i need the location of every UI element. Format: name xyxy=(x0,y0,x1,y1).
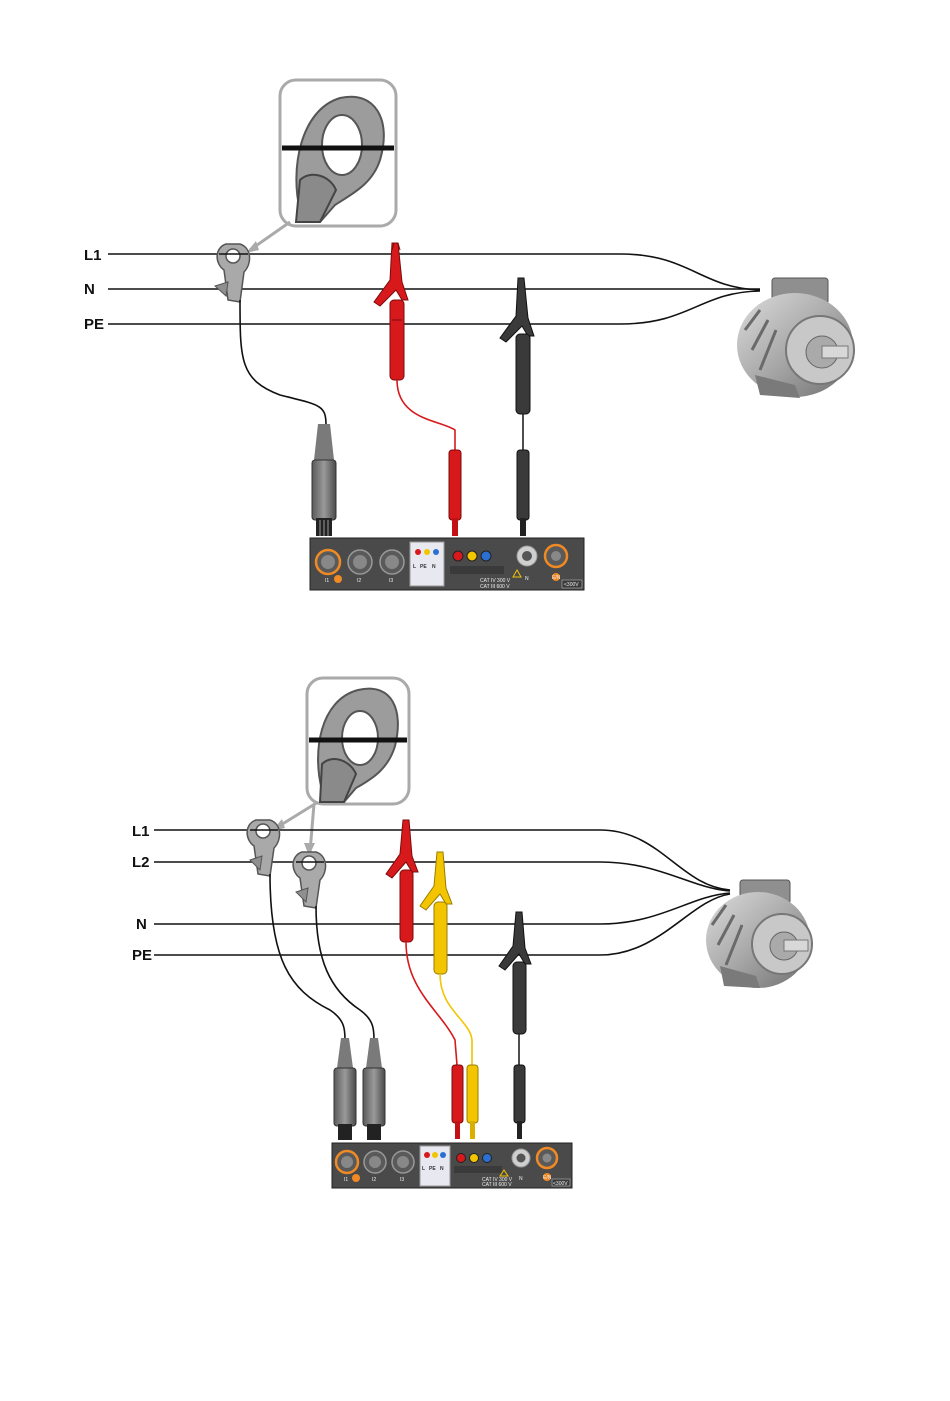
cat-rating-2: CAT III 600 V xyxy=(480,584,510,590)
svg-text:I1: I1 xyxy=(344,1177,348,1183)
current-clamp-l1 xyxy=(215,244,250,302)
clamp-zoom-callout xyxy=(246,80,396,253)
clamp-cable xyxy=(240,300,326,425)
svg-text:N: N xyxy=(525,576,529,582)
svg-text:E/N: E/N xyxy=(543,1175,552,1181)
black-plug-2 xyxy=(514,1065,525,1139)
red-plug xyxy=(449,450,461,536)
svg-text:I2: I2 xyxy=(372,1177,376,1183)
red-lead xyxy=(397,380,455,450)
label-pe: PE xyxy=(84,316,104,333)
svg-text:I3: I3 xyxy=(389,578,393,584)
voltage-limit-2: <300V xyxy=(553,1181,568,1187)
current-clamp-l2-2 xyxy=(293,852,325,908)
svg-text:PE: PE xyxy=(420,564,427,570)
label2-n: N xyxy=(136,916,147,933)
svg-text:L: L xyxy=(422,1166,425,1172)
label2-l1: L1 xyxy=(132,823,150,840)
terminal-legend: L PE N xyxy=(410,542,444,586)
red-plug-2 xyxy=(452,1065,463,1139)
clamp-cable-2 xyxy=(316,906,374,1040)
yellow-plug xyxy=(467,1065,478,1139)
instrument-panel-1: I1 I2 I3 L PE N xyxy=(310,538,584,590)
voltage-limit-1: <300V xyxy=(564,582,579,588)
svg-text:I2: I2 xyxy=(357,578,361,584)
cat-rating2-2: CAT III 600 V xyxy=(482,1182,512,1188)
svg-text:PE: PE xyxy=(429,1166,436,1172)
supply-wires xyxy=(108,254,760,324)
black-clip xyxy=(500,278,534,414)
svg-text:N: N xyxy=(432,564,436,570)
clamp-plug-2b xyxy=(363,1038,385,1140)
clamp-plug xyxy=(312,424,336,536)
red-clip xyxy=(374,243,408,380)
svg-text:I3: I3 xyxy=(400,1177,404,1183)
black-plug xyxy=(517,450,529,536)
svg-text:N: N xyxy=(440,1166,444,1172)
svg-text:E/N: E/N xyxy=(552,575,561,581)
clamp-plug-2a xyxy=(334,1038,356,1140)
svg-text:N: N xyxy=(519,1176,523,1182)
terminal-legend-2: L PE N xyxy=(420,1146,450,1186)
label2-l2: L2 xyxy=(132,854,150,871)
instrument-panel-2: I1 I2 I3 L PE N xyxy=(332,1143,572,1188)
diagram-2: L1 L2 N PE xyxy=(132,678,812,1188)
svg-text:L: L xyxy=(413,564,416,570)
diagram-1: L1 N PE xyxy=(84,80,854,590)
label-l1: L1 xyxy=(84,247,102,264)
black-clip-2 xyxy=(499,912,531,1034)
label-n: N xyxy=(84,281,95,298)
label2-pe: PE xyxy=(132,947,152,964)
svg-text:I1: I1 xyxy=(325,578,329,584)
current-clamp-l1-2 xyxy=(247,820,279,876)
motor-1 xyxy=(737,278,854,398)
